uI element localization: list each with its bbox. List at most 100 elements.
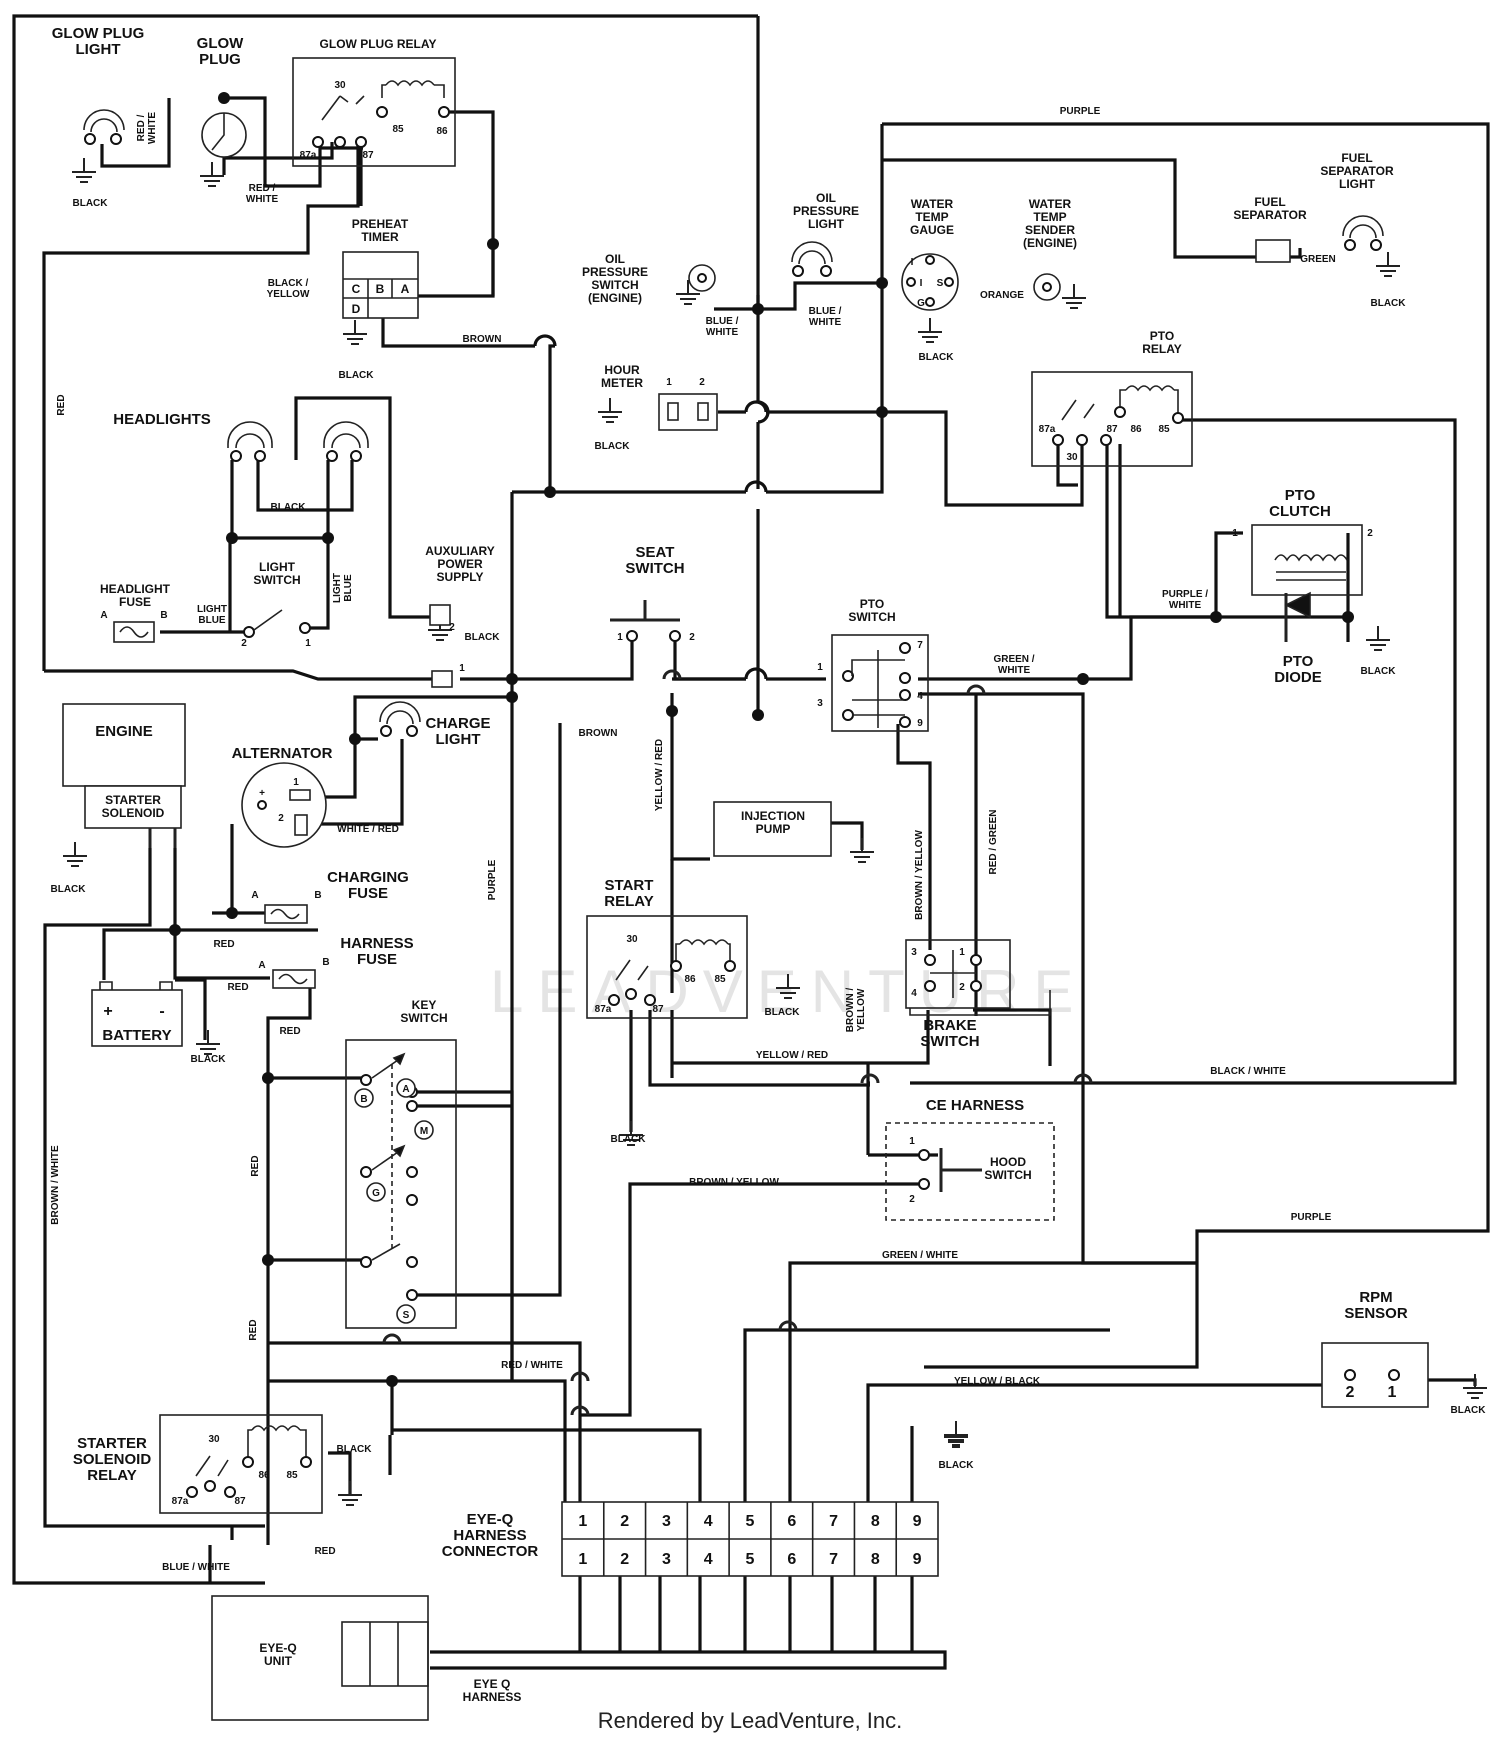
wire-label-black-yellow: BLACK /YELLOW	[267, 278, 310, 300]
wire-label-black-5: BLACK	[595, 441, 631, 452]
connector-pin-top: 9	[913, 1513, 922, 1530]
preheat-timer-box	[342, 251, 419, 319]
wire-label-blue-white-1: BLUE /WHITE	[706, 316, 739, 338]
injection-pump-box	[713, 801, 832, 857]
term-pto-sw-7: 7	[917, 640, 923, 651]
connector-pin-top: 2	[620, 1513, 629, 1530]
term-rpm-2: 2	[1346, 1384, 1355, 1401]
term-A: A	[401, 282, 410, 296]
connector-pin-bottom: 9	[913, 1551, 922, 1568]
term-pto-30: 30	[1066, 452, 1078, 463]
term-bs-2: 2	[959, 982, 965, 993]
wire-label-black-4: BLACK	[1371, 298, 1407, 309]
wire-label-brown-2: BROWN	[579, 728, 618, 739]
footer-credit: Rendered by LeadVenture, Inc.	[598, 1708, 903, 1733]
glow-plug-relay-label: GLOW PLUG RELAY	[320, 37, 437, 51]
wire-label-red-6: RED	[248, 1319, 259, 1340]
term-85: 85	[392, 124, 404, 135]
term-seat-1: 1	[617, 632, 623, 643]
term-hf-b: B	[322, 957, 329, 968]
wire-label-brown-yellow-1: BROWN / YELLOW	[914, 830, 925, 920]
wire-label-purple-3: PURPLE	[1291, 1212, 1332, 1223]
ground-icon	[200, 162, 224, 187]
term-hlf-a: A	[100, 610, 107, 621]
wire-label-black-12: BLACK	[611, 1134, 647, 1145]
key-switch-box	[345, 1039, 457, 1329]
ground-icon	[338, 1481, 362, 1506]
term-gauge-1: I	[911, 257, 914, 268]
term-gauge-g: G	[917, 298, 925, 309]
ce-harness-label: CE HARNESS	[926, 1097, 1024, 1114]
term-hm-1: 1	[666, 377, 672, 388]
term-hood-2: 2	[909, 1194, 915, 1205]
headlights-label: HEADLIGHTS	[113, 411, 211, 428]
wire-label-red-5: RED	[250, 1155, 261, 1176]
fuel-separator-box	[1255, 239, 1291, 263]
wires	[12, 14, 1490, 1670]
connector-pin-top: 4	[704, 1513, 713, 1530]
wire-label-orange: ORANGE	[980, 290, 1024, 301]
wire-label-red-white-3: RED / WHITE	[501, 1360, 563, 1371]
wire-label-purple-2: PURPLE	[487, 859, 498, 900]
wire-label-black-9: BLACK	[51, 884, 87, 895]
connector-pin-bottom: 6	[787, 1551, 796, 1568]
term-pto-86: 86	[1130, 424, 1142, 435]
connector-pin-bottom: 3	[662, 1551, 671, 1568]
term-cf-b: B	[314, 890, 321, 901]
connector-pin-bottom: 2	[620, 1551, 629, 1568]
connector-pin-bottom: 4	[704, 1551, 713, 1568]
wire-label-black-1: BLACK	[73, 198, 109, 209]
wire-label-brown-white: BROWN / WHITE	[50, 1145, 61, 1225]
brake-switch-box	[905, 939, 1011, 1009]
wire-label-blue-white-3: BLUE / WHITE	[162, 1562, 230, 1573]
term-pto-sw-3: 3	[817, 698, 823, 709]
ground-symbols	[63, 158, 1487, 1506]
wire-label-purple-white: PURPLE /WHITE	[1162, 589, 1208, 611]
wire-label-black-15: BLACK	[337, 1444, 373, 1455]
wire-label-purple-1: PURPLE	[1060, 106, 1101, 117]
connector-pin-bottom: 7	[829, 1551, 838, 1568]
term-30: 30	[334, 80, 346, 91]
wire-label-yellow-red-1: YELLOW / RED	[654, 739, 665, 811]
connector-pin-top: 8	[871, 1513, 880, 1530]
ground-icon	[63, 842, 87, 867]
term-hlf-b: B	[160, 610, 167, 621]
term-rpm-1: 1	[1388, 1384, 1397, 1401]
term-pto-sw-9: 9	[917, 718, 923, 729]
term-seat-2: 2	[689, 632, 695, 643]
wire-label-white-red: WHITE / RED	[337, 824, 399, 835]
battery-label: BATTERY	[102, 1027, 171, 1044]
ground-icon	[1463, 1374, 1487, 1399]
engine-box	[62, 703, 186, 787]
term-bs-1: 1	[959, 947, 965, 958]
wire-label-yellow-black: YELLOW / BLACK	[954, 1376, 1041, 1387]
crossovers	[382, 669, 1093, 1416]
junctions	[169, 92, 1354, 1387]
term-pto-87: 87	[1106, 424, 1118, 435]
connector-pin-top: 6	[787, 1513, 796, 1530]
wire-label-black-13: BLACK	[1451, 1405, 1487, 1416]
wire-label-black-2: BLACK	[339, 370, 375, 381]
water-temp-gauge	[901, 253, 959, 311]
wire-label-black-10: BLACK	[191, 1054, 227, 1065]
term-sr-87: 87	[652, 1004, 664, 1015]
wire-label-black-11: BLACK	[765, 1007, 801, 1018]
ground-icon	[1062, 284, 1086, 309]
term-batt-plus: +	[103, 1003, 112, 1020]
term-sr-30: 30	[626, 934, 638, 945]
alternator	[241, 762, 327, 848]
